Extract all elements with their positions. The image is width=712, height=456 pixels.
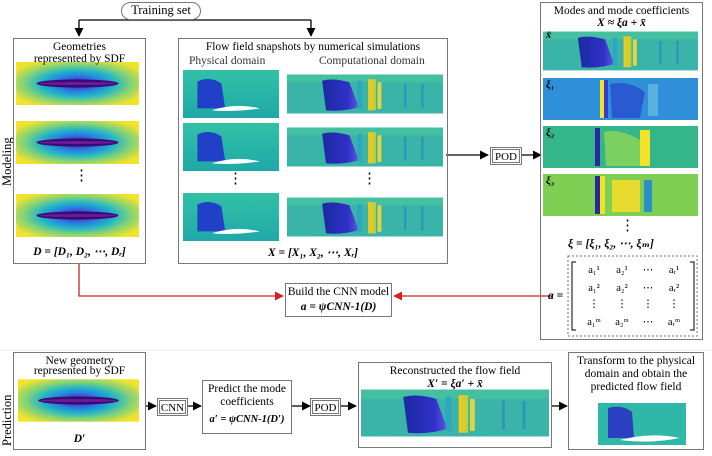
- mode-label-xi3: ξ₃: [546, 176, 555, 187]
- new-geom-dprime: D′: [73, 433, 86, 445]
- matrix-border: [567, 255, 698, 337]
- sdf-title-2: represented by SDF: [33, 53, 126, 65]
- snapshot-panel: Flow field snapshots by numerical simula…: [178, 38, 448, 264]
- pod-box-top: POD: [490, 147, 522, 165]
- training-set-label: Training set: [131, 3, 191, 17]
- new-geom-title-1: New geometry: [45, 355, 114, 367]
- modes-vdots: ⋮: [620, 218, 635, 234]
- snapshot-title: Flow field snapshots by numerical simula…: [205, 41, 421, 53]
- matrix-cell: a₁¹: [588, 265, 600, 276]
- matrix-bracket-left: [571, 261, 576, 331]
- recon-title: Reconstructed the flow field: [389, 365, 521, 377]
- modes-panel: Modes and mode coefficients X ≈ ξa + x̄: [540, 2, 703, 340]
- matrix-cell: ⋯: [642, 283, 654, 294]
- cnn-box: CNN: [157, 398, 188, 416]
- mode-label-xi2: ξ₂: [546, 128, 555, 139]
- transform-title-2: domain and obtain the: [584, 368, 688, 380]
- predicted-physical-image: [598, 403, 686, 445]
- matrix-cell: aᵣ¹: [668, 265, 680, 276]
- arrow-sdf-cnnmodel: [78, 264, 284, 301]
- computational-vdots: ⋮: [362, 171, 377, 187]
- matrix-cell: a₂ᵐ: [615, 317, 629, 328]
- reconstructed-panel: Reconstructed the flow field X′ = ξa′ + …: [358, 362, 552, 448]
- transform-title-3: predicted flow field: [590, 381, 682, 393]
- matrix-cell: ⋯: [642, 265, 654, 276]
- matrix-cell: ⋯: [642, 317, 654, 328]
- xi-formula: ξ = [ξ₁, ξ₂, ⋯, ξₘ]: [568, 238, 654, 250]
- cnn-model-formula: a = ψCNN-1(D): [300, 301, 377, 313]
- matrix-cell: ⋮: [588, 299, 600, 310]
- matrix-cell: aᵣᵐ: [667, 317, 681, 328]
- matrix-bracket-right: [690, 261, 695, 331]
- pod-top-label: POD: [494, 151, 517, 163]
- cnn-label: CNN: [160, 402, 185, 414]
- predict-box: Predict the mode coefficients a′ = ψCNN-…: [202, 380, 292, 434]
- sdf-vdots: ⋮: [74, 168, 89, 184]
- matrix-cell: a₁²: [588, 283, 600, 294]
- snapshot-formula: X = [X₁, X₂, ⋯, Xᵣ]: [268, 247, 358, 259]
- predict-title-2: coefficients: [220, 396, 274, 408]
- sdf-title-1: Geometries: [52, 41, 106, 53]
- mode-image-xi1: [543, 78, 698, 120]
- cnn-model-box: Build the CNN model a = ψCNN-1(D): [285, 283, 392, 317]
- a-label: a =: [548, 290, 564, 302]
- training-set-box: Training set: [121, 2, 201, 20]
- pod-bottom-label: POD: [314, 402, 337, 414]
- matrix-cell: aᵣ²: [668, 283, 680, 294]
- mode-image-xi2: [543, 126, 698, 168]
- predict-formula: a′ = ψCNN-1(D′): [209, 414, 285, 425]
- matrix-cell: ⋮: [642, 299, 654, 310]
- modes-title: Modes and mode coefficients: [553, 5, 690, 17]
- cnn-model-title: Build the CNN model: [287, 286, 390, 298]
- matrix-cell: ⋮: [616, 299, 628, 310]
- transform-panel: Transform to the physical domain and obt…: [568, 352, 704, 450]
- predict-title-1: Predict the mode: [208, 383, 286, 395]
- computational-domain-label: Computational domain: [319, 55, 425, 67]
- recon-formula: X′ = ξa′ + x̄: [427, 378, 483, 390]
- modes-formula: X ≈ ξa + x̄: [597, 17, 646, 29]
- sdf-formula: D = [D₁, D₂, ⋯, Dᵣ]: [33, 246, 126, 258]
- matrix-cell: a₂²: [616, 283, 628, 294]
- mode-label-xi1: ξ₁: [546, 80, 555, 91]
- new-geom-title-2: represented by SDF: [33, 365, 126, 377]
- matrix-cell: a₂¹: [616, 265, 628, 276]
- physical-vdots: ⋮: [228, 171, 243, 187]
- matrix-cell: ⋮: [668, 299, 680, 310]
- pod-box-bottom: POD: [310, 398, 341, 416]
- transform-title-1: Transform to the physical: [576, 355, 696, 367]
- physical-domain-label: Physical domain: [189, 55, 266, 67]
- mode-label-mean: x̄: [546, 30, 552, 41]
- matrix-cell: a₁ᵐ: [587, 317, 601, 328]
- sdf-panel: Geometries represented by SDF D = [D₁, D…: [13, 38, 146, 264]
- mode-image-xi3: [543, 174, 698, 216]
- new-geometry-panel: New geometry represented by SDF D′: [13, 352, 146, 450]
